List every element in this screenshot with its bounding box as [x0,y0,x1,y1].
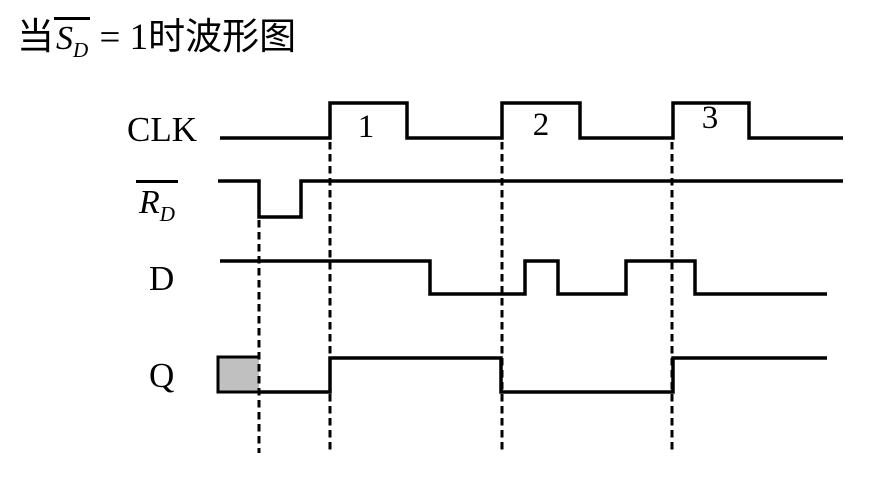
title-var: S [56,20,73,57]
clk-waveform [220,101,843,140]
q-signal-label: Q [149,356,175,395]
q-waveform [259,356,827,394]
rd-base: R [139,184,160,221]
rd-signal-label: RD [136,180,179,226]
title-var-subscript: D [73,37,89,62]
q-unknown-state-region [216,355,259,394]
rd-waveform [218,179,843,219]
title-suffix: 时波形图 [148,16,297,57]
rd-subscript: D [159,201,176,226]
clk-pulse-number-3: 3 [702,100,719,136]
clk-pulse-number-1: 1 [358,109,375,145]
title-prefix: 当 [17,16,54,57]
d-signal-label: D [149,259,175,298]
rd-overline: RD [136,180,179,226]
title-sd-overline: SD [54,17,91,62]
title-equation: = 1 [90,17,149,58]
page-title: 当SD = 1时波形图 [17,16,296,61]
d-waveform [220,259,827,296]
clk-signal-label: CLK [127,110,197,149]
clk-pulse-number-2: 2 [533,107,550,143]
